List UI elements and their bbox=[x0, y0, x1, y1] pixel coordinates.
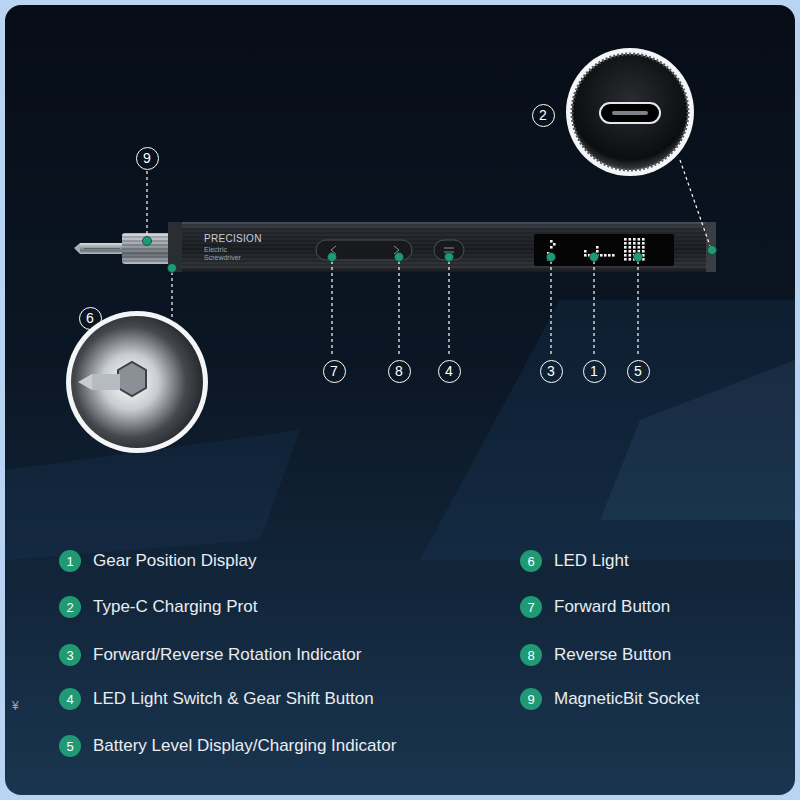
display-dot bbox=[633, 250, 636, 253]
key-number: 4LED Light Switch & Gear Shift Button bbox=[59, 688, 81, 710]
key-number: 7Forward Button bbox=[520, 596, 542, 618]
key-number: 9MagneticBit Socket bbox=[520, 688, 542, 710]
callout-number: 2 bbox=[532, 104, 555, 127]
display-dot bbox=[629, 246, 632, 249]
callout-number: 4 bbox=[438, 360, 461, 383]
display-dot bbox=[624, 258, 627, 261]
callout-number: 9 bbox=[136, 147, 159, 170]
display-dot bbox=[642, 238, 645, 241]
display-dot bbox=[624, 254, 627, 257]
brand-text: PRECISION bbox=[204, 233, 262, 245]
number-text: 8 bbox=[527, 649, 534, 662]
display-dot bbox=[638, 242, 641, 245]
number-text: 3 bbox=[547, 364, 555, 378]
display-dot bbox=[638, 246, 641, 249]
number-text: 9 bbox=[527, 693, 534, 706]
display-dot bbox=[550, 240, 553, 243]
display-dot bbox=[550, 246, 553, 249]
display-dot bbox=[608, 254, 611, 257]
display-dot bbox=[629, 250, 632, 253]
number-text: 4 bbox=[66, 693, 73, 706]
display-dot bbox=[638, 238, 641, 241]
product-text: Electric Screwdriver bbox=[204, 246, 248, 262]
part-description: Forward Button bbox=[554, 598, 670, 617]
display-dot bbox=[584, 254, 587, 257]
display-dot bbox=[553, 243, 556, 246]
number-text: 5 bbox=[634, 364, 642, 378]
key-number: 6LED Light bbox=[520, 550, 542, 572]
part-description: Gear Position Display bbox=[93, 552, 256, 571]
display-dot bbox=[584, 250, 587, 253]
callout-number: 8 bbox=[388, 360, 411, 383]
display-dot bbox=[624, 238, 627, 241]
part-description: MagneticBit Socket bbox=[554, 690, 700, 709]
callout-number: 6 bbox=[79, 307, 102, 330]
number-text: 8 bbox=[395, 364, 403, 378]
number-text: 9 bbox=[143, 151, 151, 165]
number-text: 3 bbox=[66, 649, 73, 662]
callout-number: 3 bbox=[540, 360, 563, 383]
display-dot bbox=[604, 254, 607, 257]
display-dot bbox=[633, 246, 636, 249]
display-dot bbox=[600, 254, 603, 257]
number-text: 7 bbox=[330, 364, 338, 378]
key-number: 5Battery Level Display/Charging Indicato… bbox=[59, 735, 81, 757]
callout-number: 7 bbox=[323, 360, 346, 383]
number-text: 6 bbox=[527, 555, 534, 568]
display-dot bbox=[624, 250, 627, 253]
number-text: 5 bbox=[66, 740, 73, 753]
part-description: Battery Level Display/Charging Indicator bbox=[93, 737, 396, 756]
part-description: LED Light Switch & Gear Shift Button bbox=[93, 690, 374, 709]
display-dot bbox=[642, 246, 645, 249]
key-number: 1Gear Position Display bbox=[59, 550, 81, 572]
key-number: 2Type-C Charging Prot bbox=[59, 596, 81, 618]
part-description: Reverse Button bbox=[554, 646, 671, 665]
number-text: 6 bbox=[86, 311, 94, 325]
part-description: Forward/Reverse Rotation Indicator bbox=[93, 646, 361, 665]
key-number: 3Forward/Reverse Rotation Indicator bbox=[59, 644, 81, 666]
callout-number: 1 bbox=[583, 360, 606, 383]
number-text: 2 bbox=[66, 601, 73, 614]
number-text: 4 bbox=[445, 364, 453, 378]
display-dot bbox=[629, 242, 632, 245]
number-text: 2 bbox=[539, 108, 547, 122]
display-dot bbox=[624, 242, 627, 245]
stray-mark: ¥ bbox=[12, 700, 19, 714]
display-dot bbox=[596, 246, 599, 249]
callout-number: 5 bbox=[627, 360, 650, 383]
display-dot bbox=[642, 250, 645, 253]
number-text: 1 bbox=[590, 364, 598, 378]
display-dot bbox=[633, 238, 636, 241]
display-dot bbox=[612, 254, 615, 257]
display-dot bbox=[629, 258, 632, 261]
part-description: LED Light bbox=[554, 552, 629, 571]
display-dot bbox=[596, 250, 599, 253]
key-number: 8Reverse Button bbox=[520, 644, 542, 666]
display-dot bbox=[624, 246, 627, 249]
display-dot bbox=[629, 238, 632, 241]
part-description: Type-C Charging Prot bbox=[93, 598, 257, 617]
display-dot bbox=[633, 242, 636, 245]
display-dot bbox=[629, 254, 632, 257]
number-text: 1 bbox=[66, 555, 73, 568]
number-text: 7 bbox=[527, 601, 534, 614]
display-dot bbox=[642, 242, 645, 245]
